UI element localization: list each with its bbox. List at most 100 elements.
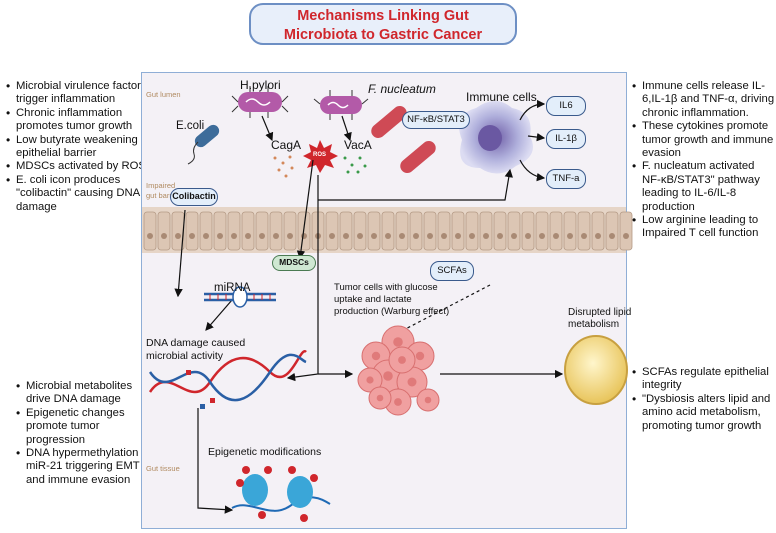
epithelial-cell-nucleus: [595, 233, 601, 239]
epithelial-cell-nucleus: [357, 233, 363, 239]
epithelial-cell: [143, 211, 157, 251]
note-item: Microbial virulence factors trigger infl…: [6, 80, 154, 107]
caga-toxin-dots: [273, 155, 294, 178]
il1b-pill: IL-1β: [546, 129, 586, 149]
note-item: Microbial metabolites drive DNA damage: [16, 380, 154, 407]
epithelial-cell: [437, 211, 451, 251]
epithelial-cell: [465, 211, 479, 251]
arrows: [174, 99, 564, 514]
epithelial-cell: [409, 211, 423, 251]
note-item: Immune cells release IL-6,IL-1β and TNF-…: [632, 80, 776, 120]
tumor-cell-nucleus: [398, 356, 406, 364]
epithelial-cell: [493, 211, 507, 251]
region-gut-lumen: Gut lumen: [146, 90, 181, 99]
label-vaca: VacA: [344, 138, 372, 152]
diagram-title: Mechanisms Linking Gut Microbiota to Gas…: [249, 3, 517, 45]
epithelial-cell: [255, 211, 269, 251]
mdscs-pill: MDSCs: [272, 255, 316, 271]
epithelial-cell-nucleus: [413, 233, 419, 239]
epithelial-cell-nucleus: [553, 233, 559, 239]
epithelial-cell: [479, 211, 493, 251]
label-epigenetic-modifications: Epigenetic modifications: [208, 446, 322, 458]
tumor-cell-nucleus: [424, 396, 432, 404]
epithelial-cell-nucleus: [567, 233, 573, 239]
epithelial-cell: [339, 211, 353, 251]
epithelial-cell-nucleus: [609, 233, 615, 239]
epithelial-cell-nucleus: [623, 233, 629, 239]
epithelial-cell: [591, 211, 605, 251]
epithelial-cell-nucleus: [497, 233, 503, 239]
title-line-1: Mechanisms Linking Gut: [297, 8, 469, 24]
epithelial-cell-nucleus: [469, 233, 475, 239]
epithelial-cell-nucleus: [525, 233, 531, 239]
epithelial-cell-nucleus: [371, 233, 377, 239]
label-hpylori: H.pylori: [240, 78, 281, 92]
note-item: These cytokines promote tumor growth and…: [632, 120, 776, 160]
epithelial-cell: [199, 211, 213, 251]
note-item: "Dysbiosis alters lipid and amino acid m…: [632, 393, 776, 433]
tumor-cell-nucleus: [371, 351, 381, 361]
epithelial-cell: [507, 211, 521, 251]
label-immune-cells: Immune cells: [466, 90, 537, 104]
epithelial-cell: [353, 211, 367, 251]
epithelial-cell: [577, 211, 591, 251]
epithelial-cell-nucleus: [385, 233, 391, 239]
note-item: Epigenetic changes promote tumor progres…: [16, 407, 154, 447]
epithelial-cell: [451, 211, 465, 251]
label-dna-damage-line: DNA damage caused: [146, 337, 246, 349]
epithelial-cell-nucleus: [539, 233, 545, 239]
note-item: DNA hypermethylation + miR-21 triggering…: [16, 447, 154, 487]
note-item: F. nucleatum activated NF-κB/STAT3" path…: [632, 160, 776, 214]
epithelial-cell: [157, 211, 171, 251]
tumor-cell-nucleus: [366, 376, 374, 384]
epithelial-cell-nucleus: [511, 233, 517, 239]
epithelial-cell: [367, 211, 381, 251]
epithelial-cell: [395, 211, 409, 251]
left-notes-bottom: Microbial metabolites drive DNA damage E…: [14, 380, 154, 487]
epithelial-cell: [269, 211, 283, 251]
ecoli-bacterium-icon: [187, 124, 220, 165]
il6-pill: IL6: [546, 96, 586, 116]
tumor-cell-nucleus: [394, 398, 402, 406]
label-dna-damage-line: microbial activity: [146, 350, 224, 362]
right-notes-bottom: SCFAs regulate epithelial integrity "Dys…: [630, 366, 776, 433]
epithelial-cell: [423, 211, 437, 251]
hpylori-bacterium-icon: [231, 86, 289, 118]
epithelial-cell-nucleus: [455, 233, 461, 239]
epithelial-cell-nucleus: [259, 233, 265, 239]
epithelial-cell-nucleus: [189, 233, 195, 239]
tnf-pill: TNF-a: [546, 169, 586, 189]
epithelial-cell: [549, 211, 563, 251]
note-item: Chronic inflammation promotes tumor grow…: [6, 107, 154, 134]
epithelial-cell-nucleus: [399, 233, 405, 239]
label-tumor-line: uptake and lactate: [334, 294, 412, 305]
epithelial-cell: [325, 211, 339, 251]
epithelial-cell-nucleus: [231, 233, 237, 239]
note-item: SCFAs regulate epithelial integrity: [632, 366, 776, 393]
epithelial-cell: [213, 211, 227, 251]
tumor-cell-nucleus: [415, 351, 425, 361]
epithelial-cell: [381, 211, 395, 251]
label-lipid-line: Disrupted lipid: [568, 307, 632, 318]
dna-helix-icon: [148, 350, 307, 409]
epithelial-barrier: [142, 207, 633, 253]
left-notes-top: Microbial virulence factors trigger infl…: [4, 80, 154, 214]
epithelial-cell: [619, 211, 633, 251]
label-fnucleatum: F. nucleatum: [368, 82, 436, 96]
epithelial-cell-nucleus: [301, 233, 307, 239]
epithelial-cell-nucleus: [273, 233, 279, 239]
epithelial-cell-nucleus: [441, 233, 447, 239]
epithelial-cell-nucleus: [287, 233, 293, 239]
region-gut-tissue: Gut tissue: [146, 464, 180, 473]
epithelial-cell: [171, 211, 185, 251]
hpylori-bacterium-icon-2: [313, 90, 369, 120]
epithelial-cell-nucleus: [329, 233, 335, 239]
region-gut-barrier: Impaired gut barrier: [146, 181, 181, 200]
epithelial-cell-nucleus: [217, 233, 223, 239]
epithelial-cell-nucleus: [175, 233, 181, 239]
epithelial-cell-nucleus: [343, 233, 349, 239]
ros-burst-icon: [303, 140, 338, 173]
right-notes-top: Immune cells release IL-6,IL-1β and TNF-…: [630, 80, 776, 241]
epithelial-cell: [283, 211, 297, 251]
